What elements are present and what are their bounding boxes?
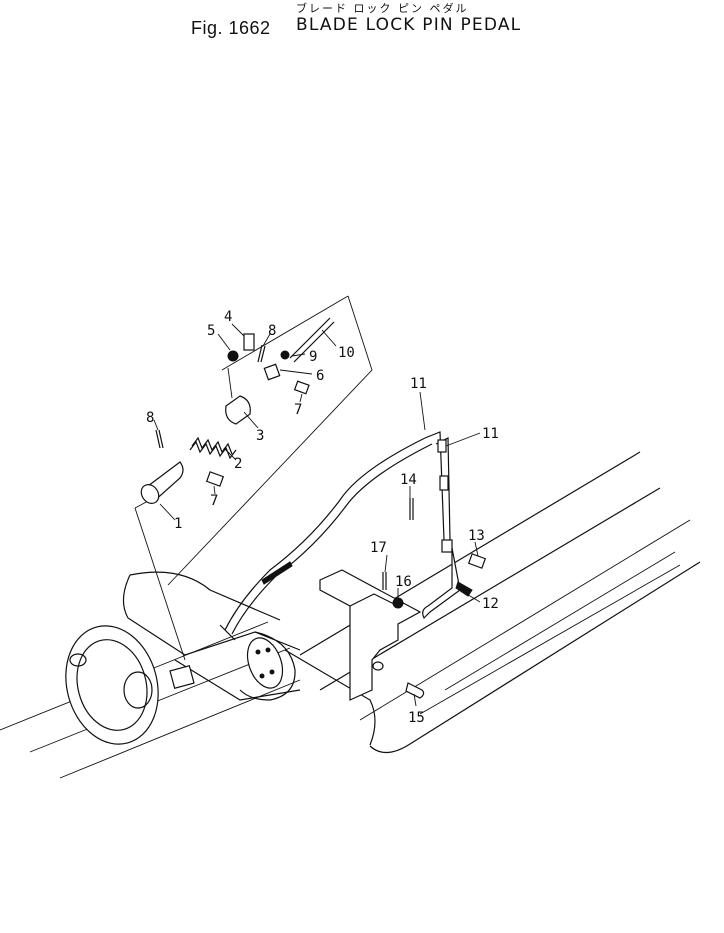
control-rod [219, 437, 433, 641]
callout-9: 9 [309, 349, 317, 365]
pedal-assembly [319, 431, 487, 701]
callout-8-top: 8 [268, 323, 276, 339]
callout-7-top: 7 [294, 402, 302, 418]
callout-11-top: 11 [410, 376, 427, 392]
callout-15: 15 [408, 710, 425, 726]
callout-8-left: 8 [146, 410, 154, 426]
figure-header: Fig. 1662 ブレード ロック ピン ペダル BLADE LOCK PIN… [0, 0, 724, 60]
callout-11-right: 11 [482, 426, 499, 442]
callout-5: 5 [207, 323, 215, 339]
callout-leaders [153, 323, 481, 707]
callout-4: 4 [224, 309, 232, 325]
pin-assembly-bracket [134, 295, 373, 661]
lock-pin-parts [140, 317, 335, 504]
figure-title-japanese: ブレード ロック ピン ペダル [296, 2, 469, 15]
callout-16: 16 [395, 574, 412, 590]
figure-title: BLADE LOCK PIN PEDAL [296, 15, 522, 35]
callout-12: 12 [482, 596, 499, 612]
lift-arm [122, 571, 376, 746]
callout-13: 13 [468, 528, 485, 544]
callout-10: 10 [338, 345, 355, 361]
callout-labels: 4 5 8 9 10 6 7 3 8 2 7 1 11 11 14 13 17 … [146, 309, 499, 726]
callout-6: 6 [316, 368, 324, 384]
callout-7-lower: 7 [210, 493, 218, 509]
callout-17: 17 [370, 540, 387, 556]
callout-3: 3 [256, 428, 264, 444]
figure-number: Fig. 1662 [191, 18, 271, 38]
callout-1: 1 [174, 516, 182, 532]
trunnion-ring [65, 625, 195, 745]
callout-2: 2 [234, 456, 242, 472]
callout-14: 14 [400, 472, 417, 488]
